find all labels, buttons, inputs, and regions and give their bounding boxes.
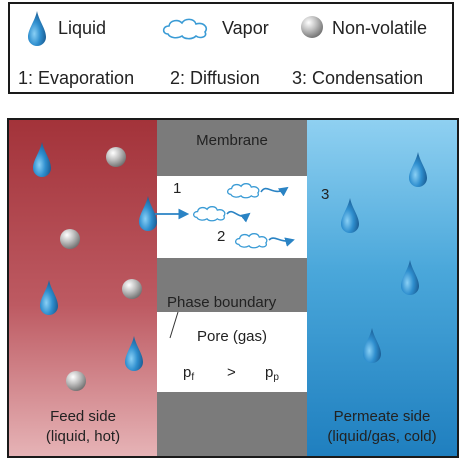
legend-evaporation: 1: Evaporation <box>18 68 135 88</box>
water-drop-icon <box>363 328 381 363</box>
legend-diffusion: 2: Diffusion <box>170 68 260 88</box>
membrane-distillation-diagram: Membrane 1 2 3 Phase boundary Pore (gas)… <box>7 118 459 458</box>
gray-sphere-icon <box>106 147 126 167</box>
evaporation-arrow-icon <box>155 208 190 220</box>
diffusion-arrow-icon <box>268 237 295 247</box>
legend-nonvolatile-label: Non-volatile <box>332 18 428 38</box>
water-drop-icon <box>125 336 143 371</box>
permeate-side-label: Permeate side <box>333 408 431 425</box>
legend-box: Liquid Vapor Non-volatile 1: Evaporation… <box>8 2 454 94</box>
vapor-cloud-icon <box>234 233 268 249</box>
water-drop-icon <box>401 260 419 295</box>
legend-vapor-label: Vapor <box>222 18 269 38</box>
pore-gas-label: Pore (gas) <box>196 328 268 345</box>
permeate-side-sublabel: (liquid/gas, cold) <box>327 428 437 445</box>
vapor-cloud-icon <box>226 183 260 199</box>
vapor-cloud-icon <box>162 18 208 40</box>
water-drop-icon <box>139 196 157 231</box>
gray-sphere-icon <box>122 279 142 299</box>
gray-sphere-icon <box>301 16 323 38</box>
feed-side-sublabel: (liquid, hot) <box>45 428 121 445</box>
membrane-label: Membrane <box>196 132 268 149</box>
gray-sphere-icon <box>60 229 80 249</box>
permeate-side-region <box>307 120 457 456</box>
water-drop-icon <box>40 280 58 315</box>
water-drop-icon <box>409 152 427 187</box>
membrane-region <box>157 120 307 456</box>
phase-boundary-pointer-line <box>169 311 179 339</box>
phase-boundary-label: Phase boundary <box>167 294 277 311</box>
vapor-cloud-icon <box>192 206 226 222</box>
pressure-feed: pf <box>183 364 195 383</box>
pressure-operator: > <box>227 364 236 381</box>
water-drop-icon <box>33 142 51 177</box>
step-3-label: 3 <box>321 186 330 203</box>
pressure-permeate: pp <box>265 364 279 383</box>
legend-liquid-label: Liquid <box>58 18 107 38</box>
diffusion-arrow-icon <box>226 210 251 223</box>
diffusion-arrow-icon <box>260 186 289 197</box>
step-2-label: 2 <box>217 228 226 245</box>
step-1-label: 1 <box>173 180 182 197</box>
pore-channel-lower <box>157 312 307 392</box>
water-drop-icon <box>341 198 359 233</box>
water-drop-icon <box>28 11 46 46</box>
gray-sphere-icon <box>66 371 86 391</box>
feed-side-label: Feed side <box>50 408 116 425</box>
legend-condensation: 3: Condensation <box>292 68 424 88</box>
